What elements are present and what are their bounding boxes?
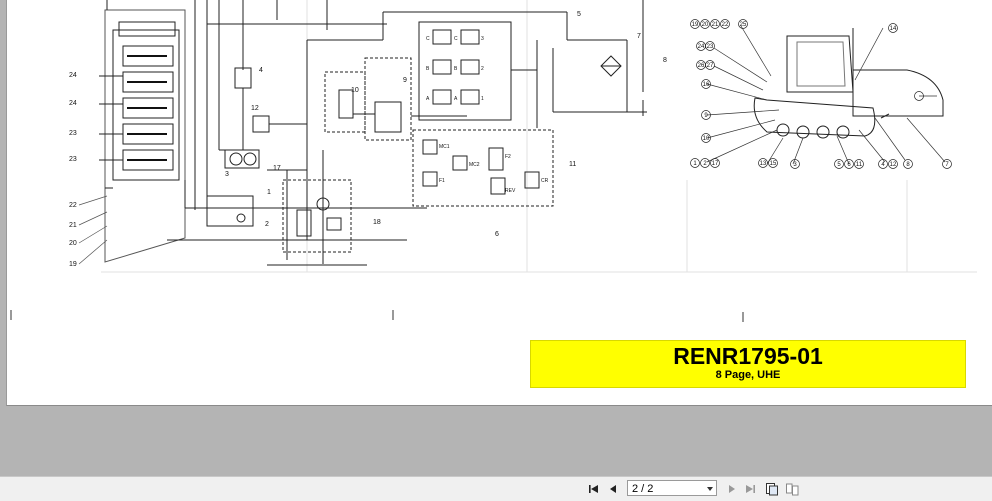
callout-label: 1	[693, 161, 697, 167]
callout-label: 7	[637, 33, 641, 40]
callout-label: 22	[722, 22, 729, 28]
valve-number: 3	[481, 36, 484, 42]
callout-label: 10	[351, 87, 359, 94]
callout-label: 24	[69, 100, 77, 107]
callout-label: 3	[225, 171, 229, 178]
document-page: 24 24 23 23 22 21 20 19	[6, 0, 992, 406]
main-callouts: 1 2 3 4 5 6 7 8 9 10 11 12 17 18	[225, 11, 667, 238]
callout-label: 17	[712, 161, 719, 167]
valve-letter: C	[426, 36, 430, 42]
crop-marks	[10, 310, 744, 322]
valve-letter: B	[454, 66, 458, 72]
callout-label: 19	[692, 22, 699, 28]
part-number: RENR1795-01	[673, 343, 823, 369]
callout-label: 23	[707, 44, 714, 50]
page-number-select[interactable]: 2 / 2	[627, 480, 717, 496]
callout-label: 6	[495, 231, 499, 238]
callout-label: 27	[707, 63, 714, 69]
callout-label: 14	[890, 26, 897, 32]
callout-label: 2	[265, 221, 269, 228]
valve-number: 2	[481, 66, 484, 72]
valve-letter: B	[426, 66, 430, 72]
callout-label: 26	[698, 63, 705, 69]
two-page-icon[interactable]	[784, 481, 800, 497]
page-number-value: 2 / 2	[632, 483, 654, 495]
callout-label: 19	[69, 261, 77, 268]
callout-label: 12	[890, 162, 897, 168]
callout-label: 20	[69, 240, 77, 247]
callout-label: 21	[69, 222, 77, 229]
single-page-icon[interactable]	[764, 481, 780, 497]
valve-letter: A	[426, 96, 430, 102]
callout-label: 24	[698, 44, 705, 50]
machine-leader-lines	[706, 25, 946, 165]
callout-label: 3	[793, 162, 797, 168]
tractor-illustration	[753, 28, 944, 139]
machine-callouts: 19 20 21 22 25 14 24 23 26 27 16 9 10 18…	[690, 19, 952, 169]
callout-label: 8	[663, 57, 667, 64]
hydraulic-schematic: 24 24 23 23 22 21 20 19	[10, 0, 977, 322]
callout-label: 16	[703, 82, 710, 88]
previous-page-icon[interactable]	[605, 481, 621, 497]
filter-symbol	[600, 55, 622, 77]
valve-tag: MC2	[469, 162, 480, 168]
first-page-icon[interactable]	[586, 481, 602, 497]
valve-tag: MC1	[439, 144, 450, 150]
callout-label: 4	[259, 67, 263, 74]
callout-label: 5	[837, 162, 841, 168]
faint-grid	[101, 0, 977, 273]
callout-label: 21	[712, 22, 719, 28]
callout-label: 15	[770, 161, 777, 167]
callout-label: 6	[847, 162, 851, 168]
valve-letter: A	[454, 96, 458, 102]
pump-block	[282, 179, 352, 253]
callout-label: 13	[760, 161, 767, 167]
callout-label: 24	[69, 72, 77, 79]
callout-label: 9	[704, 113, 708, 119]
last-page-icon[interactable]	[742, 481, 758, 497]
callout-label: 5	[577, 11, 581, 18]
callout-label: 7	[945, 162, 949, 168]
callout-label: 17	[273, 165, 281, 172]
callout-label: 10	[703, 136, 710, 142]
relief-valve-block	[324, 57, 467, 141]
valve-tag: CR	[541, 178, 549, 184]
valve-tag: REV	[505, 188, 516, 194]
page-navigation-toolbar: 2 / 2	[0, 476, 992, 501]
valve-number: 1	[481, 96, 484, 102]
callout-label: 23	[69, 130, 77, 137]
callout-label: 22	[69, 202, 77, 209]
callout-label: 9	[403, 77, 407, 84]
transmission-valve-group	[412, 21, 554, 207]
callout-label: 11	[569, 161, 576, 168]
part-number-banner: RENR1795-01 8 Page, UHE	[530, 340, 966, 388]
callout-label: 2	[703, 161, 707, 167]
part-subtitle: 8 Page, UHE	[715, 369, 781, 381]
callout-label: 23	[69, 156, 77, 163]
left-leader-lines	[78, 195, 108, 265]
callout-label: 12	[251, 105, 259, 112]
callout-label: 25	[740, 22, 747, 28]
callout-label: 4	[881, 162, 885, 168]
viewer-background	[0, 406, 992, 476]
chevron-down-icon	[707, 487, 713, 491]
valve-tag: F1	[439, 178, 445, 184]
left-callouts: 24 24 23 23 22 21 20 19	[69, 72, 77, 268]
valve-letter: C	[454, 36, 458, 42]
callout-label: 8	[906, 162, 910, 168]
valve-letters: C B A C B A 3 2 1 MC1 MC2 F1 F2 CR REV	[426, 36, 549, 194]
valve-tag: F2	[505, 154, 511, 160]
callout-label: 20	[702, 22, 709, 28]
callout-label: 18	[373, 219, 381, 226]
next-page-icon[interactable]	[724, 481, 740, 497]
callout-label: 1	[267, 189, 271, 196]
callout-label: 11	[856, 162, 863, 168]
hydraulic-lines	[194, 0, 647, 266]
